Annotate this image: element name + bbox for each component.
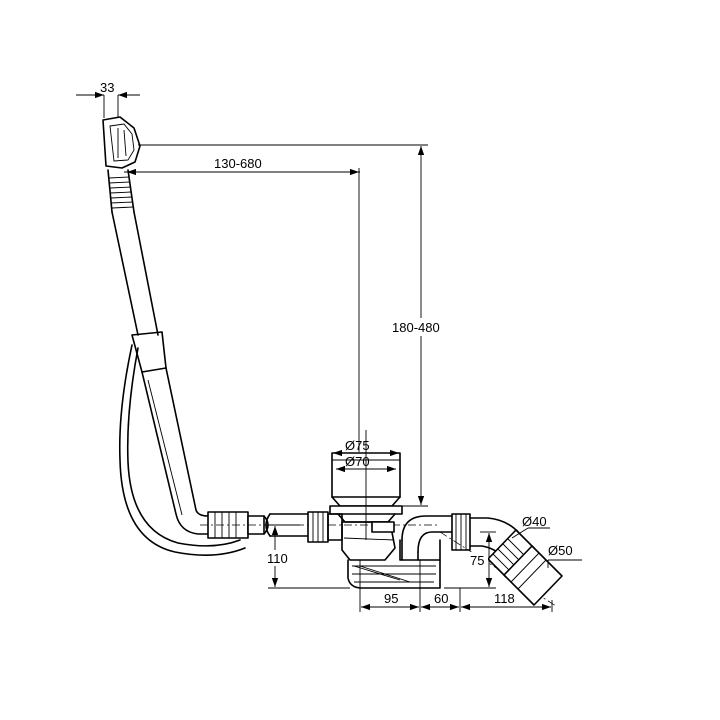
dim-bottom-chain: 95 60 118 (359, 560, 553, 612)
dim-label-110: 110 (267, 551, 288, 566)
dim-label-o70: Ø70 (345, 454, 370, 469)
dim-label-118: 118 (494, 591, 515, 606)
dim-110: 110 (266, 524, 350, 589)
dim-180-480: 180-480 (138, 144, 448, 507)
dim-label-180-480: 180-480 (392, 320, 440, 335)
dim-label-130-680: 130-680 (214, 156, 262, 171)
dim-label-60: 60 (434, 591, 448, 606)
overflow-union (200, 511, 440, 539)
dim-label-95: 95 (384, 591, 398, 606)
dim-33: 33 (76, 80, 140, 99)
waste-union (307, 511, 329, 543)
dim-o75: Ø75 (333, 438, 399, 457)
overflow-pipe (111, 211, 209, 535)
dim-label-75: 75 (470, 553, 484, 568)
dim-label-o75: Ø75 (345, 438, 370, 453)
outlet-pipe (487, 529, 563, 606)
dim-o70: Ø70 (336, 454, 396, 473)
bowden-cable (118, 344, 246, 556)
dim-o50: Ø50 (547, 543, 582, 568)
dim-label-o50: Ø50 (548, 543, 573, 558)
overflow-head (102, 95, 141, 169)
dim-o40: Ø40 (511, 514, 550, 539)
dim-label-o40: Ø40 (522, 514, 547, 529)
dim-130-680: 130-680 (124, 156, 360, 452)
dim-75: 75 (444, 531, 496, 589)
dim-label-33: 33 (100, 80, 114, 95)
overflow-connector (107, 169, 135, 213)
